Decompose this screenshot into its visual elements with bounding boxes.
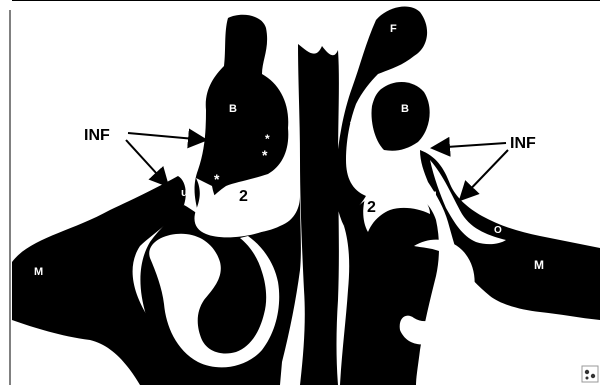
inf-right-arrow-lower [460, 150, 508, 200]
left-ethmoid-tissue [195, 15, 289, 212]
left-air-channel [194, 178, 272, 237]
right-maxillary-tissue [420, 150, 600, 320]
star-marker-right-lower: * [409, 179, 415, 195]
logo-mark-icon [582, 366, 598, 382]
inf-left-arrow-lower [126, 140, 168, 186]
inferior-meatus-label: 1 [208, 317, 217, 334]
nasal-septum-tissue [298, 44, 339, 385]
uncinate-right-label: U [428, 189, 437, 203]
star-marker-left-upper: * [262, 147, 268, 163]
star-marker-left-small: * [265, 132, 270, 146]
maxillary-right-label: M [534, 258, 544, 272]
bulla-left-label: B [229, 103, 237, 115]
inf-right-label: INF [510, 135, 536, 152]
uncinate-left-label: u [181, 187, 188, 199]
frontal-label: F [390, 23, 397, 35]
bulla-right-label: B [401, 103, 409, 115]
right-ethmoid-tissue [372, 82, 430, 151]
star-marker-right-mid: * [375, 153, 381, 169]
nasal-septum-label: NS [305, 301, 326, 318]
maxillary-left-label: M [34, 266, 43, 278]
inf-left-arrow-upper [128, 133, 206, 140]
right-turbinate-tissue [340, 192, 439, 385]
inf-left-label: INF [84, 127, 110, 144]
star-marker-right-upper: * [350, 117, 356, 133]
star-marker-left-lower: * [214, 171, 220, 187]
meatus-left-label: 2 [239, 188, 248, 205]
ostium-right-label: O [494, 225, 502, 236]
meatus-right-label: 2 [367, 199, 376, 216]
inf-right-arrow-upper [432, 143, 506, 148]
